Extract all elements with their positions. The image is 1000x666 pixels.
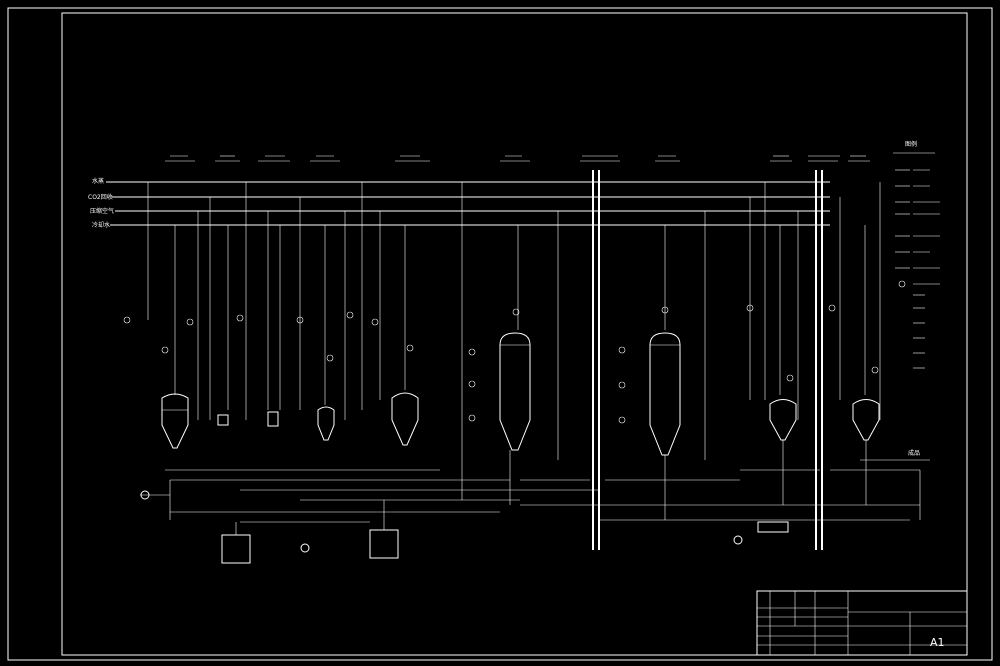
vessel-tank-3 — [391, 392, 419, 446]
instruments — [123, 304, 879, 424]
storage-tanks — [221, 521, 789, 564]
vessel-tank-2 — [317, 406, 335, 441]
drawing-frame — [7, 7, 993, 661]
process-lines — [140, 440, 930, 535]
outlet-label: 成品 — [908, 449, 920, 457]
pipe-racks — [592, 170, 823, 550]
utility-label-co2: CO2回收 — [88, 193, 113, 201]
equipment-tags — [165, 155, 870, 162]
vessel-tank-5 — [852, 399, 880, 441]
column-2 — [649, 332, 681, 456]
utility-label-steam: 水蒸 — [92, 177, 104, 185]
vessel-tank-1 — [161, 393, 189, 449]
utility-label-air: 压缩空气 — [90, 207, 114, 215]
vessel-small-a — [217, 411, 279, 427]
vessel-tank-4 — [769, 399, 797, 441]
title-block: A1 — [756, 590, 968, 656]
vertical-feed-lines — [147, 182, 881, 500]
legend: 图例 — [893, 140, 940, 369]
sheet-size: A1 — [930, 636, 945, 649]
utility-headers: 水蒸 CO2回收 压缩空气 冷却水 — [88, 177, 830, 229]
column-1 — [499, 332, 531, 451]
legend-title: 图例 — [905, 140, 917, 148]
pumps — [140, 490, 743, 553]
utility-label-water: 冷却水 — [92, 221, 110, 229]
